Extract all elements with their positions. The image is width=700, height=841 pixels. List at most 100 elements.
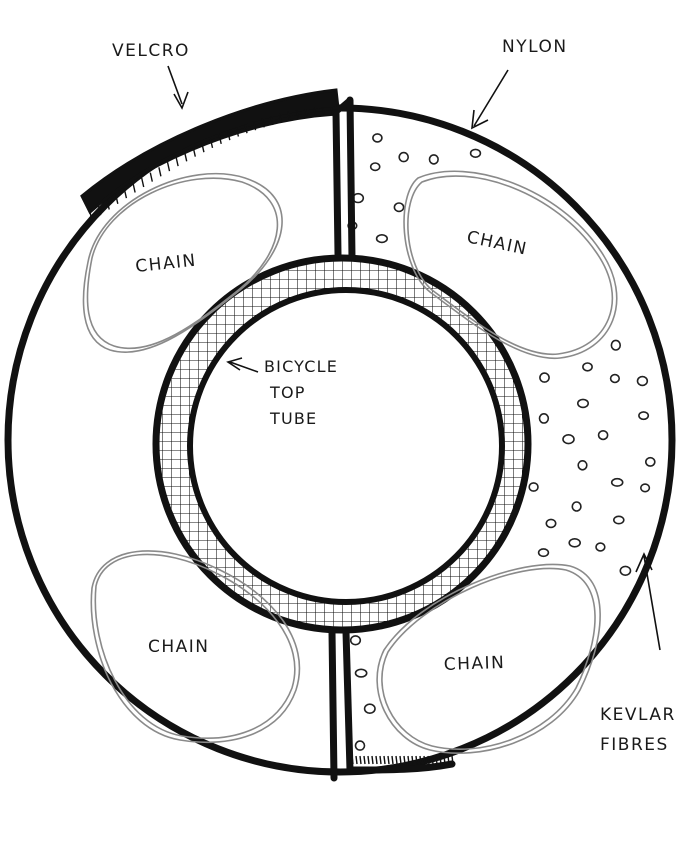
velcro-hooks: [89, 106, 334, 222]
tube-label-line1: BICYCLE: [264, 357, 338, 376]
tube-arrow: [226, 357, 259, 373]
velcro-hook: [304, 108, 308, 119]
kevlar-fibre-dot: [469, 148, 482, 159]
velcro-hook: [451, 755, 454, 765]
velcro-hook: [278, 113, 283, 123]
kevlar-fibre-dot: [571, 501, 582, 512]
velcro-hook: [321, 107, 326, 117]
velcro-hook: [367, 755, 370, 765]
chain-pocket-bottom-left: [90, 550, 301, 743]
kevlar-fibre-dot: [609, 373, 621, 384]
kevlar-fibre-dot: [568, 537, 582, 548]
tube-label-line3: TUBE: [269, 409, 317, 428]
velcro-hook: [97, 206, 102, 216]
kevlar-fibre-dot: [354, 668, 368, 678]
chain-pocket-top-left-b: [86, 177, 279, 350]
kevlar-fibre-dot: [562, 434, 575, 445]
kevlar-fibre-dot: [577, 459, 588, 471]
velcro-hook: [423, 755, 426, 765]
kevlar-fibre-dot: [597, 430, 609, 441]
velcro-label: VELCRO: [112, 41, 190, 61]
velcro-hook: [355, 755, 358, 765]
velcro-hook: [411, 755, 414, 765]
kevlar-fibre-dot: [636, 375, 649, 387]
chain-pocket-bottom-right-b: [381, 567, 596, 750]
velcro-hook: [235, 127, 240, 137]
chain-pocket-top-right: [403, 170, 618, 359]
velcro-hook: [141, 177, 145, 188]
velcro-hook: [115, 194, 119, 204]
chain-pocket-bottom-right: [376, 563, 601, 754]
chain-pocket-bottom-left-b: [94, 553, 296, 739]
kevlar-fibre-dot: [644, 456, 656, 467]
kevlar-fibre-dot: [539, 372, 550, 383]
velcro-hook: [184, 152, 188, 162]
velcro-hook: [270, 115, 274, 126]
velcro-hook: [447, 755, 450, 765]
velcro-hook: [192, 147, 196, 157]
kevlar-fibre-dot: [538, 412, 550, 424]
velcro-hook: [379, 755, 382, 765]
velcro-hook: [330, 106, 334, 117]
kevlar-fibre-dot: [375, 234, 389, 244]
kevlar-fibre-dot: [619, 565, 632, 576]
velcro-hook: [419, 755, 422, 765]
kevlar-fibre-dot: [639, 483, 651, 493]
velcro-hook: [158, 167, 162, 177]
velcro-hook: [403, 755, 406, 765]
kevlar-fibre-dot: [610, 477, 624, 487]
velcro-hook: [175, 156, 179, 167]
top-seam-inner: [334, 97, 352, 115]
velcro-hook: [218, 134, 222, 145]
velcro-hook: [287, 111, 291, 122]
nylon-label: NYLON: [502, 37, 568, 57]
chain-pocket-top-left: [82, 173, 283, 353]
chain-label-bottom-left: CHAIN: [148, 637, 210, 657]
velcro-hook: [407, 755, 410, 765]
kevlar-fibre-dot: [369, 162, 381, 172]
velcro-hook: [201, 143, 205, 153]
kevlar-fibre-dot: [612, 515, 625, 525]
velcro-hook: [435, 755, 438, 765]
velcro-hook: [252, 121, 257, 131]
tube-label-line2: TOP: [269, 383, 306, 402]
velcro-hook: [375, 755, 378, 765]
velcro-hook: [371, 755, 374, 765]
chain-pockets: [82, 170, 618, 754]
velcro-hook: [149, 172, 153, 182]
velcro-hook: [415, 755, 418, 765]
kevlar-fibre-dot: [537, 548, 550, 558]
velcro-hook: [399, 755, 402, 765]
velcro-hook: [313, 107, 317, 118]
kevlar-fibre-dot: [528, 482, 539, 492]
velcro-hook: [359, 755, 362, 765]
velcro-hook: [89, 211, 93, 222]
velcro-hooks-bottom: [351, 755, 454, 765]
velcro-hook: [351, 755, 354, 765]
velcro-hook: [387, 755, 390, 765]
kevlar-fibre-dots: [347, 133, 656, 751]
kevlar-fibre-dot: [372, 133, 383, 143]
velcro-hook: [244, 124, 248, 134]
velcro-hook: [106, 200, 110, 210]
velcro-hook: [261, 118, 265, 128]
velcro-hook: [227, 130, 231, 141]
velcro-hook: [363, 755, 366, 765]
bottom-seam-wall: [328, 628, 456, 782]
kevlar-fibre-dot: [576, 398, 589, 409]
kevlar-fibre-dot: [393, 202, 405, 213]
velcro-hook: [427, 755, 430, 765]
kevlar-fibre-dot: [595, 542, 606, 552]
bicycle-top-tube: [187, 287, 505, 605]
kevlar-fibre-dot: [545, 518, 557, 529]
velcro-hook: [443, 755, 446, 765]
velcro-hook: [395, 755, 398, 765]
chain-label-bottom-right: CHAIN: [443, 653, 505, 675]
velcro-hook: [439, 755, 442, 765]
kevlar-arrow: [635, 552, 661, 651]
velcro-hook: [209, 138, 214, 149]
kevlar-fibre-dot: [582, 362, 593, 372]
velcro-hook: [123, 188, 128, 199]
velcro-strip: [80, 88, 340, 215]
